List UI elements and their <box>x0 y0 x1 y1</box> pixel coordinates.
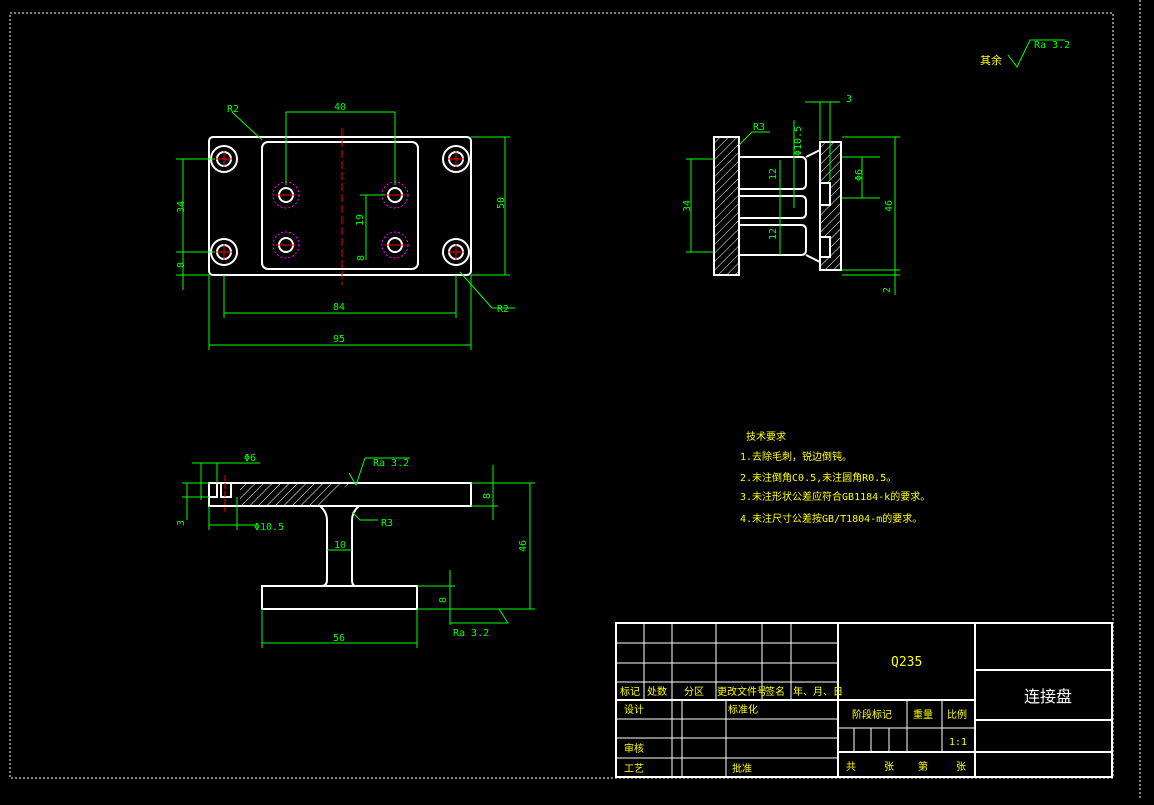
tapped-holes <box>272 181 409 259</box>
tech-note-item: 4.未注尺寸公差按GB/T1804-m的要求。 <box>740 512 922 525</box>
part-name: 连接盘 <box>1024 687 1072 706</box>
drawing-frame <box>9 0 1141 800</box>
dim-pitch-upper: 12 <box>768 168 779 180</box>
rev-header: 标记 <box>620 686 640 698</box>
corner-holes <box>210 145 470 266</box>
technical-requirements: 技术要求 1.去除毛刺，锐边倒钝。 2.未注倒角C0.5,未注圆角R0.5。 3… <box>740 430 930 525</box>
dim-front-base-width: 56 <box>333 633 345 644</box>
dim-height-right: 50 <box>496 197 507 209</box>
dim-inner-height: 19 <box>355 214 366 226</box>
dim-front-fillet: R3 <box>381 518 393 529</box>
top-view-outline <box>208 136 472 276</box>
scale-label: 比例 <box>947 708 967 721</box>
dim-small-hole: Φ10.5 <box>793 126 804 156</box>
rev-header: 分区 <box>684 686 704 698</box>
dim-overall-width: 95 <box>333 334 345 345</box>
title-block-grid <box>616 623 975 777</box>
dim-offset-bottom: 8 <box>176 262 187 268</box>
stage-mark-label: 阶段标记 <box>852 708 892 721</box>
dim-side-height-right: 46 <box>884 200 895 212</box>
rev-header: 签名 <box>765 685 785 698</box>
approve-label: 批准 <box>732 762 752 775</box>
sheet-no-label: 第 <box>918 760 928 773</box>
tech-note-item: 1.去除毛刺，锐边倒钝。 <box>740 450 852 463</box>
top-view: 40 R2 34 50 8 19 8 84 95 R2 <box>176 102 515 350</box>
sheet-total-label: 共 <box>846 761 856 773</box>
review-label: 审核 <box>624 742 644 755</box>
top-view-dimension-lines <box>176 111 515 350</box>
dim-front-counterbore: Φ10.5 <box>254 522 284 533</box>
dim-pitch-lower: 12 <box>768 228 779 240</box>
dim-side-height-left: 34 <box>682 200 693 212</box>
top-view-centerlines <box>216 128 464 285</box>
rev-header: 处数 <box>647 685 667 698</box>
dim-flange-thickness: 3 <box>846 94 852 105</box>
dim-bolt-hole: Φ6 <box>854 169 865 181</box>
front-view: Ra 3.2 Φ6 3 Φ10.5 R3 10 8 46 8 Ra 3.2 56 <box>176 453 535 648</box>
dim-front-hole-dia: Φ6 <box>244 453 256 464</box>
sheet-unit-label: 张 <box>884 761 894 773</box>
tech-note-item: 2.未注倒角C0.5,未注圆角R0.5。 <box>740 471 896 484</box>
dim-front-step-height: 3 <box>176 520 187 526</box>
front-view-dimension-lines <box>182 457 535 648</box>
dim-corner-radius-tl: R2 <box>227 104 239 115</box>
rest-roughness-value: Ra 3.2 <box>1034 40 1070 51</box>
side-view-dimension-lines <box>686 101 900 295</box>
dim-front-overall-height: 46 <box>518 540 529 552</box>
dim-front-web-width: 10 <box>334 540 346 551</box>
dim-hole-span: 84 <box>333 302 345 313</box>
tech-note-item: 3.未注形状公差应符合GB1184-k的要求。 <box>740 490 930 503</box>
dim-front-plate-bottom: 8 <box>438 597 449 603</box>
side-view: R3 3 Φ10.5 Φ6 12 12 34 46 2 <box>682 94 900 295</box>
side-view-outline <box>713 136 842 276</box>
rev-header: 年、月、日 <box>793 685 843 698</box>
rev-header: 更改文件号 <box>717 685 767 698</box>
dim-hole-spacing: 40 <box>334 102 346 113</box>
process-label: 工艺 <box>624 763 644 775</box>
design-label: 设计 <box>624 703 644 716</box>
scale-value: 1:1 <box>949 737 967 748</box>
dim-inner-offset: 8 <box>356 255 367 261</box>
front-top-roughness: Ra 3.2 <box>373 458 409 469</box>
dim-corner-radius-br: R2 <box>497 304 509 315</box>
weight-label: 重量 <box>913 708 933 721</box>
sheet-unit-label: 张 <box>956 761 966 773</box>
front-view-outline <box>208 482 472 610</box>
material-label: Q235 <box>891 655 922 670</box>
dim-bottom-offset: 2 <box>882 287 893 293</box>
dim-height-left: 34 <box>176 201 187 213</box>
standardize-label: 标准化 <box>728 703 758 716</box>
general-roughness-note: 其余 Ra 3.2 <box>980 39 1070 68</box>
front-bottom-roughness: Ra 3.2 <box>453 628 489 639</box>
title-block: 标记 处数 分区 更改文件号 签名 年、月、日 设计 标准化 审核 工艺 批准 … <box>615 622 1113 778</box>
dim-front-plate-top: 8 <box>482 493 493 499</box>
rest-prefix: 其余 <box>980 53 1002 67</box>
tech-notes-title: 技术要求 <box>746 430 786 443</box>
dim-radius: R3 <box>753 122 765 133</box>
